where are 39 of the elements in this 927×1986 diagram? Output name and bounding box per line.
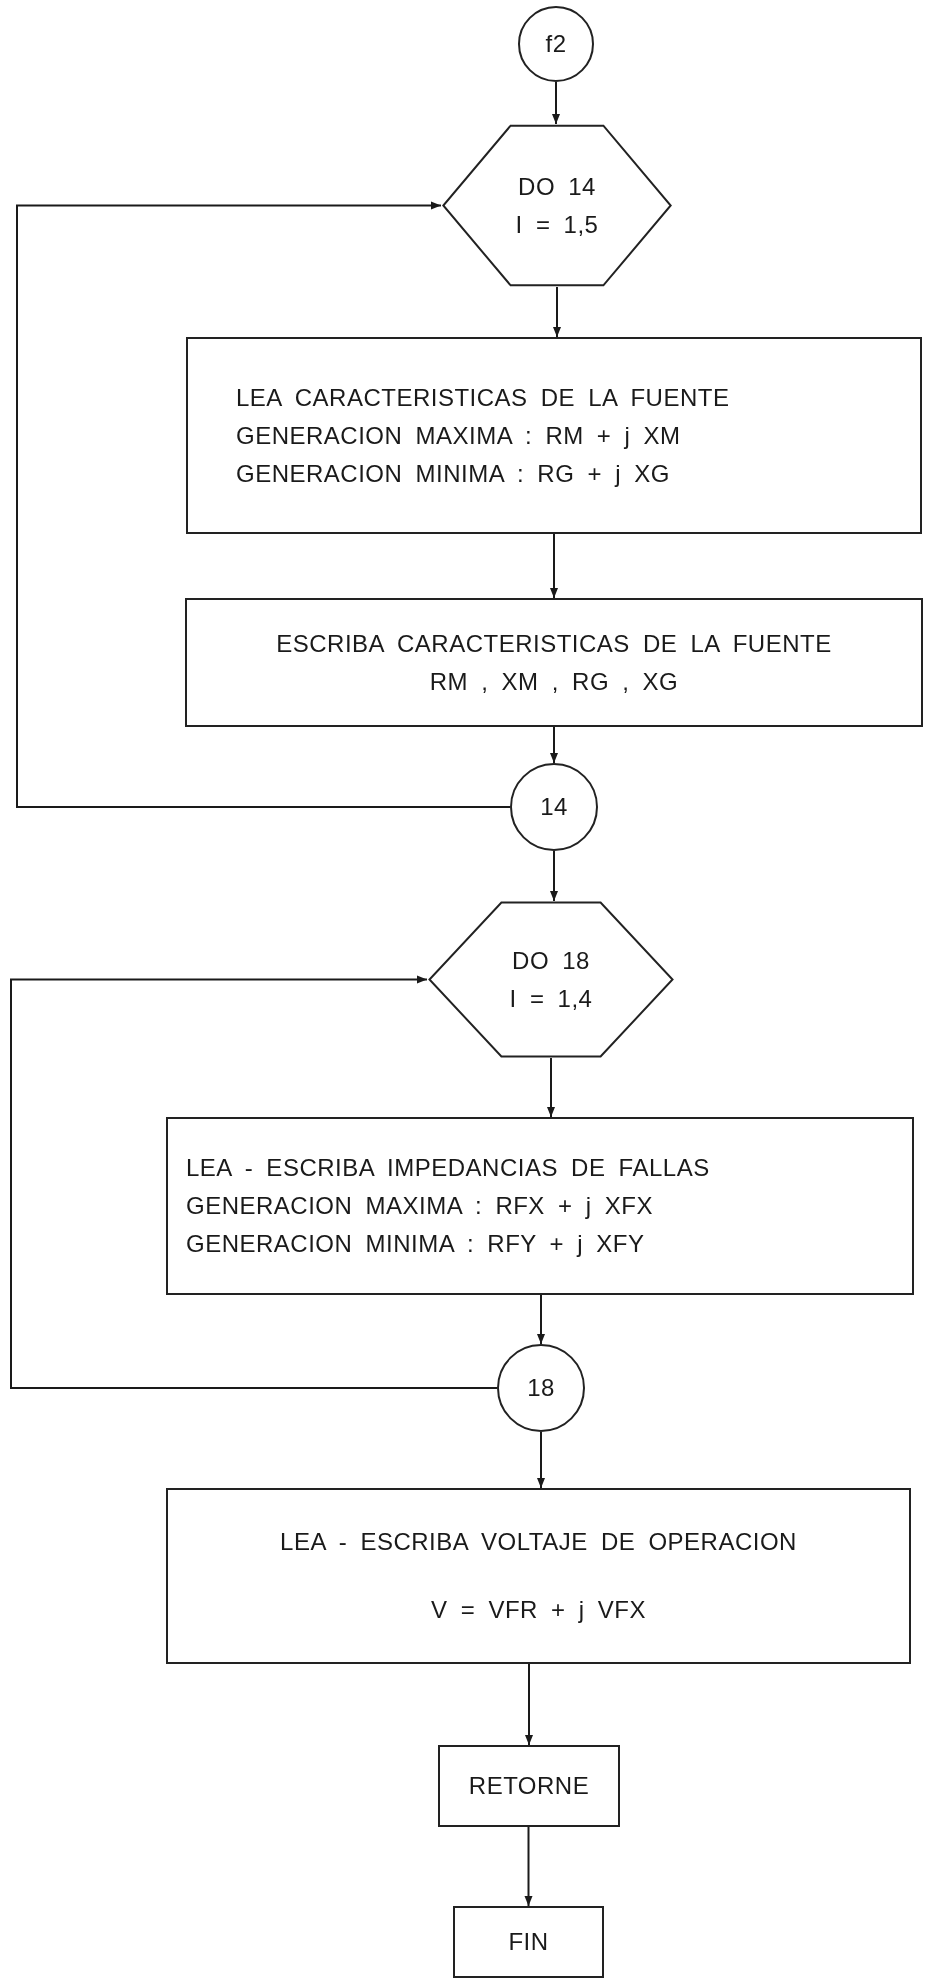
step-text: 14	[540, 793, 568, 821]
arrow	[550, 850, 558, 902]
step-text: 18	[527, 1374, 555, 1402]
step-text: DO 14	[518, 172, 596, 201]
process-box	[186, 337, 922, 534]
arrow	[550, 726, 558, 764]
step-text: GENERACION MINIMA : RG + j XG	[236, 459, 670, 488]
step-text: GENERACION MINIMA : RFY + j XFY	[186, 1230, 645, 1258]
process-box	[166, 1488, 911, 1664]
step-text: GENERACION MAXIMA : RFX + j XFX	[186, 1192, 653, 1220]
process-box	[166, 1117, 914, 1295]
step-text: ESCRIBA CARACTERISTICAS DE LA FUENTE	[276, 629, 832, 658]
step-text: RM , XM , RG , XG	[429, 667, 679, 696]
loop-hexagon	[441, 124, 673, 287]
arrow	[16, 201, 511, 808]
step-text: V = VFR + j VFX	[431, 1596, 646, 1624]
step-text: f2	[545, 30, 567, 58]
loop-hexagon	[427, 901, 675, 1058]
arrow	[547, 1057, 555, 1118]
arrow	[524, 1826, 533, 1907]
arrow	[525, 1663, 533, 1746]
step-text: LEA CARACTERISTICAS DE LA FUENTE	[236, 383, 730, 412]
process-box	[453, 1906, 604, 1978]
arrow	[553, 286, 561, 338]
step-text: RETORNE	[468, 1772, 590, 1800]
step-text: I = 1,5	[515, 210, 599, 239]
process-box	[438, 1745, 620, 1827]
arrow	[552, 81, 560, 125]
step-text: LEA - ESCRIBA IMPEDANCIAS DE FALLAS	[186, 1154, 710, 1182]
step-text: FIN	[508, 1928, 549, 1956]
step-text: LEA - ESCRIBA VOLTAJE DE OPERACION	[280, 1528, 797, 1556]
arrow	[537, 1294, 545, 1345]
arrow	[10, 975, 498, 1389]
step-text: I = 1,4	[509, 984, 593, 1013]
process-box	[185, 598, 923, 727]
step-text: DO 18	[512, 946, 590, 975]
step-text: GENERACION MAXIMA : RM + j XM	[236, 421, 681, 450]
arrow	[550, 533, 558, 599]
arrow	[537, 1431, 545, 1489]
